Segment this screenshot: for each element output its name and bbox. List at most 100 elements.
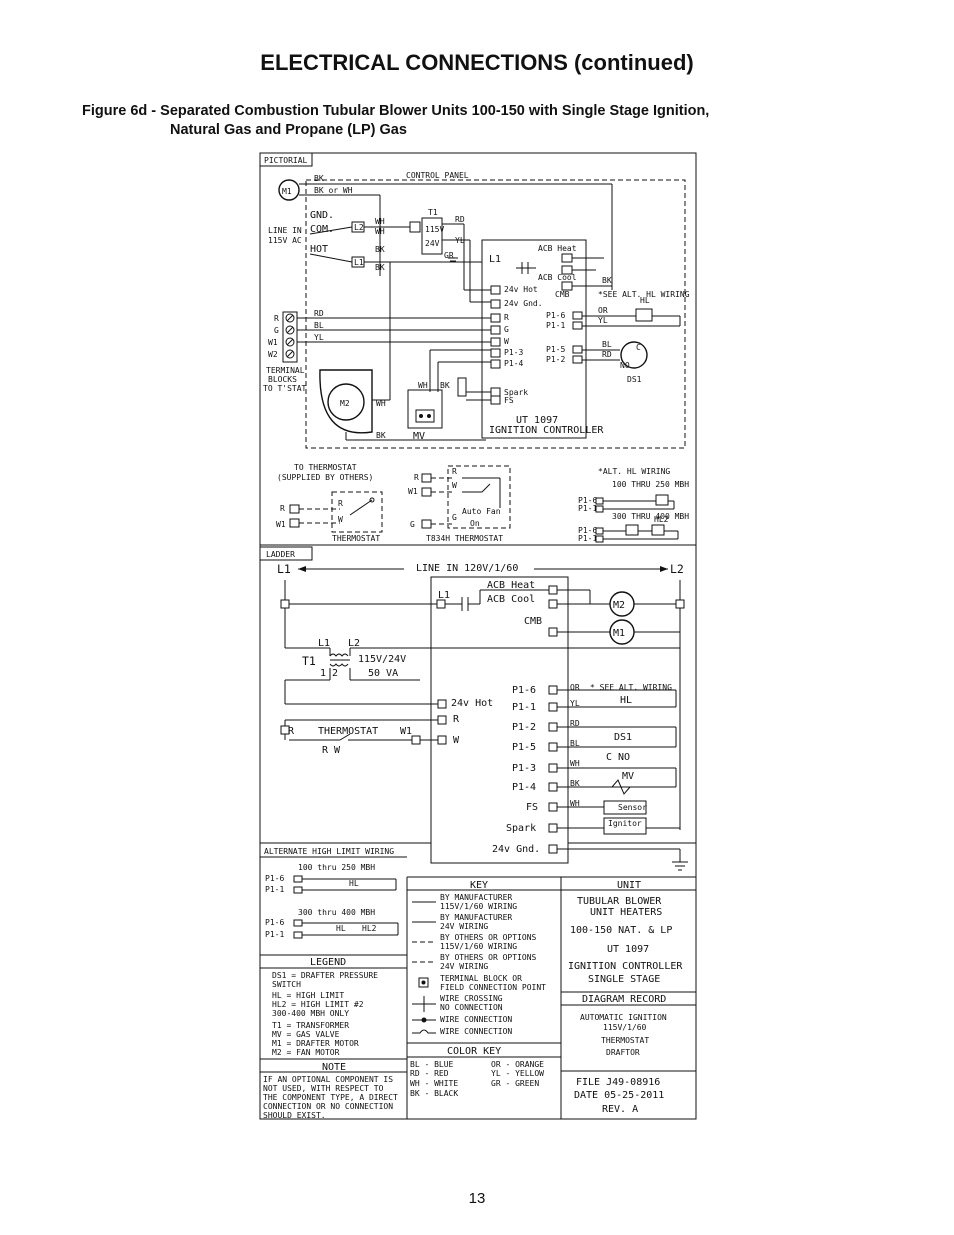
- line-in-voltage: 115V AC: [268, 236, 302, 245]
- svg-text:W1: W1: [276, 520, 286, 529]
- svg-text:115V/24V: 115V/24V: [358, 654, 406, 665]
- page-title: ELECTRICAL CONNECTIONS (continued): [260, 50, 694, 75]
- svg-text:HL2: HL2: [654, 515, 669, 524]
- svg-text:Spark: Spark: [504, 388, 528, 397]
- pictorial-section: PICTORIAL CONTROL PANEL M1 BK BK or WH L…: [259, 152, 690, 449]
- svg-text:UT 1097: UT 1097: [607, 944, 649, 955]
- svg-text:YL: YL: [570, 699, 580, 708]
- svg-text:P1-5: P1-5: [546, 345, 565, 354]
- svg-text:On: On: [470, 519, 480, 528]
- svg-text:HL: HL: [640, 296, 650, 305]
- svg-text:KEY: KEY: [470, 880, 488, 891]
- svg-text:BK: BK: [570, 779, 580, 788]
- svg-text:HL: HL: [336, 924, 346, 933]
- svg-text:DATE 05-25-2011: DATE 05-25-2011: [574, 1090, 664, 1101]
- svg-text:T1: T1: [428, 208, 438, 217]
- ladder-label: LADDER: [266, 550, 295, 559]
- svg-text:C NO: C NO: [606, 752, 630, 763]
- svg-text:BL - BLUE: BL - BLUE: [410, 1060, 454, 1069]
- svg-text:MV: MV: [622, 771, 634, 782]
- svg-text:RD: RD: [570, 719, 580, 728]
- svg-text:G: G: [504, 325, 509, 334]
- ignitor-icon: [457, 377, 467, 397]
- svg-text:Spark: Spark: [506, 823, 536, 834]
- svg-text:W: W: [453, 735, 460, 746]
- svg-text:* SEE ALT. WIRING: * SEE ALT. WIRING: [590, 683, 672, 692]
- svg-text:AUTOMATIC IGNITION: AUTOMATIC IGNITION: [580, 1013, 667, 1022]
- pictorial-label: PICTORIAL: [264, 156, 308, 165]
- ladder-line-in: LINE IN 120V/1/60: [416, 563, 518, 574]
- svg-text:DS1 = DRAFTER PRESSURE: DS1 = DRAFTER PRESSURE: [272, 971, 378, 980]
- figure-caption: Figure 6d - Separated Combustion Tubular…: [82, 102, 709, 140]
- svg-text:P1-6: P1-6: [546, 311, 565, 320]
- svg-text:G: G: [452, 513, 457, 522]
- svg-text:YL - YELLOW: YL - YELLOW: [491, 1069, 544, 1078]
- m2-motor-icon: [327, 383, 365, 421]
- svg-text:P1-5: P1-5: [512, 742, 536, 753]
- svg-text:WH: WH: [570, 759, 580, 768]
- svg-text:THERMOSTAT: THERMOSTAT: [601, 1036, 649, 1045]
- svg-text:DRAFTOR: DRAFTOR: [606, 1048, 640, 1057]
- svg-text:HL: HL: [349, 879, 359, 888]
- svg-text:R W: R W: [322, 745, 341, 756]
- svg-text:24V WIRING: 24V WIRING: [440, 962, 488, 971]
- svg-text:CMB: CMB: [555, 290, 570, 299]
- svg-text:GR: GR: [444, 251, 454, 260]
- svg-text:Auto Fan: Auto Fan: [462, 507, 501, 516]
- hot-label: HOT: [310, 244, 328, 255]
- svg-text:T834H THERMOSTAT: T834H THERMOSTAT: [426, 534, 503, 543]
- color-key-panel: COLOR KEY BL - BLUE RD - RED WH - WHITE …: [410, 1046, 544, 1098]
- svg-text:M2: M2: [613, 600, 625, 611]
- svg-text:P1-6: P1-6: [265, 918, 284, 927]
- svg-text:P1-6: P1-6: [512, 685, 536, 696]
- svg-text:WIRE CONNECTION: WIRE CONNECTION: [440, 1027, 512, 1036]
- svg-text:M1 = DRAFTER MOTOR: M1 = DRAFTER MOTOR: [272, 1039, 359, 1048]
- svg-text:YL: YL: [455, 236, 465, 245]
- svg-text:L2: L2: [348, 638, 360, 649]
- svg-text:24v Hot: 24v Hot: [451, 698, 493, 709]
- svg-text:LEGEND: LEGEND: [310, 957, 346, 968]
- svg-text:SWITCH: SWITCH: [272, 980, 301, 989]
- svg-text:P1-4: P1-4: [504, 359, 523, 368]
- svg-text:BK: BK: [375, 263, 385, 272]
- svg-text:MV: MV: [413, 431, 425, 442]
- svg-text:WIRE CROSSING: WIRE CROSSING: [440, 994, 503, 1003]
- terminal-block: [282, 311, 298, 363]
- ds1-switch-icon: [620, 341, 648, 369]
- svg-text:NO CONNECTION: NO CONNECTION: [440, 1003, 503, 1012]
- svg-text:BY MANUFACTURER: BY MANUFACTURER: [440, 893, 512, 902]
- svg-text:P1-4: P1-4: [512, 782, 536, 793]
- svg-text:BK: BK: [602, 276, 612, 285]
- svg-text:BK: BK: [376, 431, 386, 440]
- svg-text:P1-1: P1-1: [546, 321, 565, 330]
- svg-text:COLOR KEY: COLOR KEY: [447, 1046, 501, 1057]
- svg-text:24v Hot: 24v Hot: [504, 285, 538, 294]
- svg-text:RD: RD: [314, 309, 324, 318]
- svg-text:P1-1: P1-1: [512, 702, 536, 713]
- svg-text:R: R: [274, 314, 279, 323]
- svg-text:WH: WH: [418, 381, 428, 390]
- svg-text:W1: W1: [268, 338, 278, 347]
- svg-text:DIAGRAM RECORD: DIAGRAM RECORD: [582, 994, 666, 1005]
- svg-text:ACB Heat: ACB Heat: [487, 580, 535, 591]
- svg-text:300 THRU 400 MBH: 300 THRU 400 MBH: [612, 512, 689, 521]
- thermostat-enclosure: [331, 491, 383, 533]
- svg-text:L1: L1: [489, 254, 501, 265]
- svg-text:P1-3: P1-3: [512, 763, 536, 774]
- svg-text:P1-1: P1-1: [265, 930, 284, 939]
- svg-text:NOTE: NOTE: [322, 1062, 346, 1073]
- svg-text:W1: W1: [408, 487, 418, 496]
- svg-text:GR - GREEN: GR - GREEN: [491, 1079, 539, 1088]
- svg-text:W2: W2: [268, 350, 278, 359]
- svg-text:IGNITION CONTROLLER: IGNITION CONTROLLER: [568, 961, 683, 972]
- svg-text:CONNECTION OR NO CONNECTION: CONNECTION OR NO CONNECTION: [263, 1102, 393, 1111]
- svg-text:P1-1: P1-1: [578, 534, 597, 543]
- svg-text:CMB: CMB: [524, 616, 542, 627]
- svg-text:YL: YL: [314, 333, 324, 342]
- controller-model: UT 1097: [516, 415, 558, 426]
- m1-label: M1: [282, 187, 292, 196]
- svg-text:BY MANUFACTURER: BY MANUFACTURER: [440, 913, 512, 922]
- svg-text:R: R: [504, 313, 509, 322]
- svg-text:L2: L2: [670, 562, 684, 576]
